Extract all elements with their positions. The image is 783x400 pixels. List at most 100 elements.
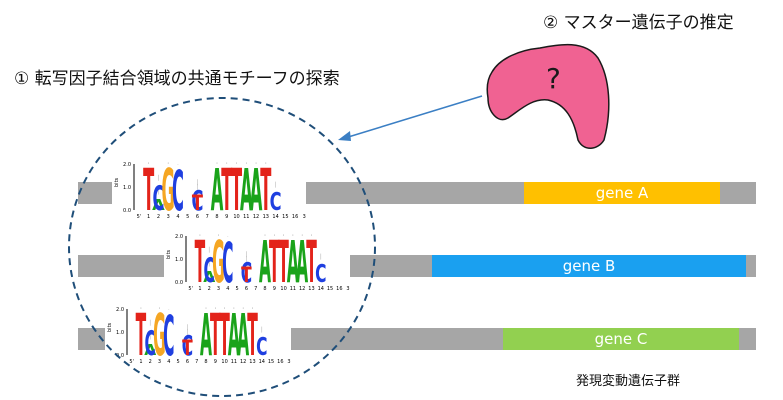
logo-position-label: 12	[253, 214, 259, 220]
logo-position-label: 9	[273, 286, 276, 292]
logo-position-label: 1	[198, 286, 201, 292]
logo-position-label: 5'	[129, 359, 134, 365]
logo-position-label: 14	[272, 214, 278, 220]
logo-position-label: 11	[290, 286, 296, 292]
logo-letter: A	[228, 305, 240, 367]
logo-position-label: 1	[147, 214, 150, 220]
logo-position-label: 9	[225, 214, 228, 220]
logo-letter: A	[200, 305, 212, 367]
logo-position-label: 3	[158, 359, 161, 365]
logo-position-label: 2	[149, 359, 152, 365]
logo-letter: T	[241, 264, 252, 288]
logo-letter: T	[231, 160, 242, 222]
logo-letter: C	[241, 257, 252, 289]
logo-letter: A	[152, 195, 165, 213]
logo-position-label: 10	[233, 214, 239, 220]
logo-position-label: 11	[243, 214, 249, 220]
logo-position-label: 10	[280, 286, 286, 292]
logo-position-label: 15	[268, 359, 274, 365]
logo-letter: G	[212, 232, 225, 294]
logo-letter: C	[222, 232, 233, 294]
logo-position-label: 8	[204, 359, 207, 365]
logo-letter: C	[152, 179, 164, 218]
logo-letter: C	[182, 330, 193, 362]
logo-position-label: 13	[308, 286, 314, 292]
logo-position-label: 7	[195, 359, 198, 365]
logo-position-label: 4	[176, 214, 179, 220]
logo-letter: T	[260, 160, 271, 222]
logo-position-label: 6	[196, 214, 199, 220]
logo-letter: G	[161, 160, 174, 222]
logo-position-label: 3	[217, 286, 220, 292]
logo-position-label: 3'	[287, 359, 291, 365]
logo-letter: T	[195, 232, 206, 294]
logo-position-label: 11	[231, 359, 237, 365]
logo-position-label: 5'	[188, 286, 193, 292]
logo-letter: C	[145, 325, 156, 364]
inference-arrow-head	[338, 131, 351, 141]
logo-position-label: 6	[186, 359, 189, 365]
gene-a-box: gene A	[524, 182, 720, 204]
logo-position-label: 12	[240, 359, 246, 365]
logo-letter: T	[210, 305, 221, 367]
logo-letter: A	[240, 160, 253, 222]
logo-y-tick: 0.0	[123, 208, 131, 214]
logo-position-label: 13	[249, 359, 255, 365]
motif-search-label: ① 転写因子結合領域の共通モチーフの探索	[14, 69, 340, 89]
logo-position-label: 16	[292, 214, 298, 220]
motif-logo-1: 0.01.02.0bits5'123456789101112131415163'…	[112, 157, 307, 225]
motif-region-circle	[68, 97, 376, 397]
logo-position-label: 16	[277, 359, 283, 365]
logo-letter: C	[315, 259, 326, 288]
logo-letter: A	[259, 232, 271, 294]
logo-letter: T	[143, 160, 154, 222]
logo-position-label: 15	[282, 214, 288, 220]
logo-position-label: 7	[206, 214, 209, 220]
logo-letter: T	[247, 305, 258, 367]
logo-position-label: 5	[177, 359, 180, 365]
motif-logo-3: 0.01.02.0bits5'123456789101112131415163'…	[105, 302, 292, 370]
logo-position-label: 14	[318, 286, 324, 292]
logo-y-tick: 2.0	[175, 234, 183, 240]
logo-position-label: 8	[263, 286, 266, 292]
logo-position-label: 9	[214, 359, 217, 365]
gene-c-box: gene C	[503, 328, 739, 350]
logo-y-tick: 1.0	[175, 257, 183, 263]
logo-y-tick: 0.0	[116, 353, 124, 359]
logo-letter: A	[203, 268, 215, 286]
logo-letter: T	[221, 160, 232, 222]
logo-letter: C	[172, 160, 184, 222]
logo-y-tick: 0.0	[175, 280, 183, 286]
logo-letter: A	[250, 160, 263, 222]
unknown-mark: ?	[546, 62, 561, 95]
master-gene-blob	[486, 43, 610, 149]
logo-position-label: 5'	[137, 214, 142, 220]
logo-position-label: 6	[245, 286, 248, 292]
logo-y-tick: 2.0	[116, 307, 124, 313]
logo-position-label: 15	[327, 286, 333, 292]
motif-logo-2: 0.01.02.0bits5'123456789101112131415163'…	[164, 229, 351, 297]
logo-letter: T	[136, 305, 147, 367]
logo-letter: G	[153, 305, 166, 367]
gene-b-box: gene B	[432, 255, 746, 277]
gene-group-caption: 発現変動遺伝子群	[576, 374, 681, 389]
logo-position-label: 13	[263, 214, 269, 220]
logo-position-label: 16	[336, 286, 342, 292]
logo-position-label: 5	[186, 214, 189, 220]
logo-position-label: 3'	[303, 214, 306, 220]
logo-letter: T	[269, 232, 280, 294]
logo-position-label: 2	[157, 214, 160, 220]
logo-letter: T	[219, 305, 230, 367]
logo-position-label: 12	[299, 286, 305, 292]
logo-position-label: 4	[226, 286, 229, 292]
logo-letter: T	[306, 232, 317, 294]
logo-position-label: 8	[215, 214, 218, 220]
logo-letter: C	[256, 332, 267, 361]
master-gene-label: ② マスター遺伝子の推定	[543, 13, 734, 33]
logo-y-tick: 2.0	[123, 162, 131, 168]
logo-position-label: 5	[236, 286, 239, 292]
logo-y-label: bits	[166, 249, 172, 259]
logo-letter: C	[191, 186, 203, 218]
logo-letter: A	[237, 305, 249, 367]
